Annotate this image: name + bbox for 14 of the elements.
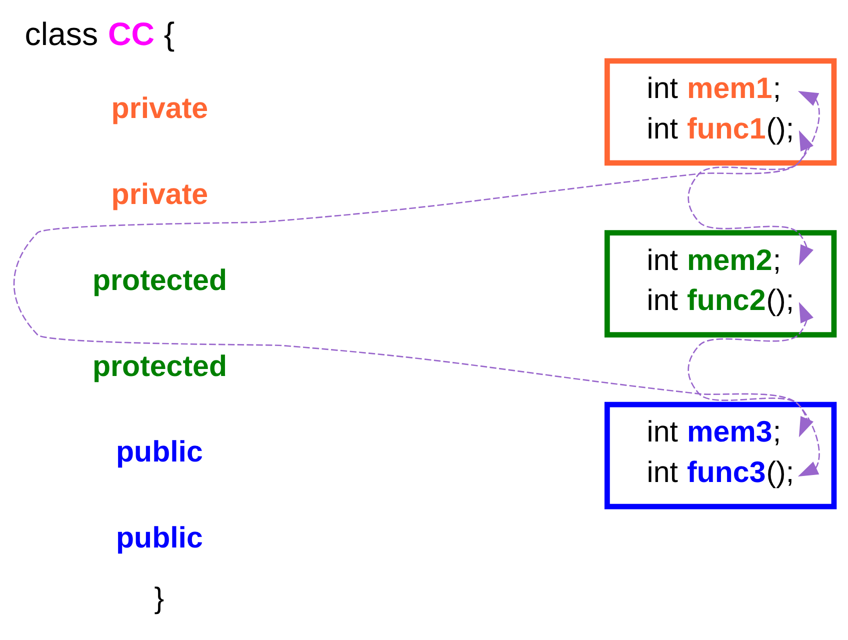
label: protected	[92, 264, 228, 297]
label: public	[116, 436, 203, 469]
arrow	[688, 302, 814, 438]
node-box: int mem3; int func3();	[604, 402, 837, 510]
label: public	[116, 522, 203, 555]
label: private	[111, 92, 208, 126]
label: protected	[92, 350, 228, 383]
diagram-title: class CC {	[24, 16, 175, 52]
node-box: int mem2; int func2();	[604, 230, 837, 338]
node-box: int mem1; int func1();	[604, 58, 837, 166]
arrow	[13, 130, 820, 477]
arrow	[688, 91, 820, 266]
label: private	[111, 178, 208, 212]
label: }	[154, 582, 164, 615]
